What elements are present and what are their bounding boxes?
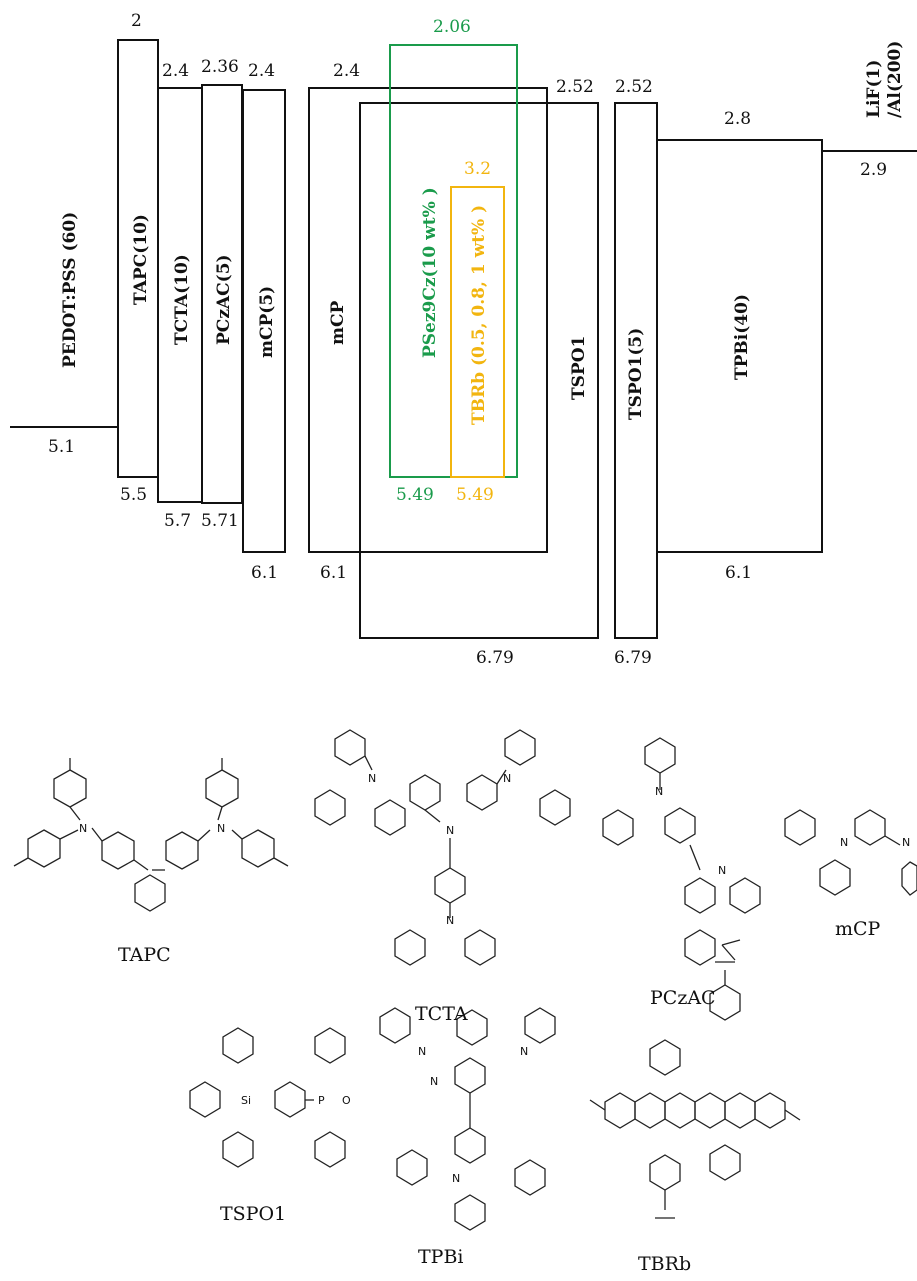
pedot-label: PEDOT:PSS (60) bbox=[60, 212, 80, 368]
structure-captions: TAPC TCTA PCzAC mCP TSPO1 TPBi TBRb bbox=[118, 918, 881, 1275]
mcp5-homo-value: 6.1 bbox=[251, 563, 278, 583]
tcta-homo-value: 5.7 bbox=[164, 511, 191, 531]
tpbi-caption: TPBi bbox=[418, 1246, 464, 1268]
tcta-caption: TCTA bbox=[415, 1003, 468, 1025]
tspo1-caption: TSPO1 bbox=[220, 1203, 286, 1225]
tapc-label: TAPC(10) bbox=[131, 214, 151, 305]
tspo5-lumo-value: 2.52 bbox=[615, 77, 653, 97]
tspo-box bbox=[359, 102, 599, 639]
pczac-n-carbazole: N bbox=[655, 785, 663, 798]
tbrb-caption: TBRb bbox=[638, 1253, 691, 1275]
mcp-n-right: N bbox=[902, 836, 910, 849]
energy-diagram bbox=[10, 39, 917, 639]
tspo1-p: P bbox=[318, 1094, 325, 1107]
tpbi-n-1: N bbox=[418, 1045, 426, 1058]
pedot-homo-value: 5.1 bbox=[48, 437, 75, 457]
tspo1-si: Si bbox=[241, 1094, 251, 1107]
tcta-n-bottom: N bbox=[446, 914, 454, 927]
tcta-n-left: N bbox=[368, 772, 376, 785]
mcp-label: mCP bbox=[328, 300, 348, 345]
tpbi-box bbox=[656, 139, 823, 553]
mcp5-lumo-value: 2.4 bbox=[248, 61, 275, 81]
tspo-label: TSPO1 bbox=[569, 336, 589, 400]
tpbi-homo-value: 6.1 bbox=[725, 563, 752, 583]
tpbi-lumo-value: 2.8 bbox=[724, 109, 751, 129]
tpbi-n-4: N bbox=[452, 1172, 460, 1185]
energy-values: 5.1 2 5.5 2.4 5.7 2.36 5.71 2.4 6.1 2.4 … bbox=[48, 11, 887, 668]
layer-labels: PEDOT:PSS (60) TAPC(10) TCTA(10) PCzAC(5… bbox=[60, 41, 905, 425]
tspo5-label: TSPO1(5) bbox=[626, 328, 646, 420]
tbrb-homo-value: 5.49 bbox=[456, 485, 494, 505]
lif-label-line1: LiF(1) bbox=[864, 60, 884, 118]
mcp5-label: mCP(5) bbox=[257, 286, 277, 358]
tpbi-label: TPBi(40) bbox=[732, 294, 752, 380]
tpbi-n-2: N bbox=[430, 1075, 438, 1088]
tspo5-homo-value: 6.79 bbox=[614, 648, 652, 668]
mcp-box bbox=[308, 87, 548, 553]
tcta-label: TCTA(10) bbox=[172, 254, 192, 345]
tspo1-structure bbox=[189, 1027, 346, 1168]
tpbi-structure bbox=[379, 1007, 556, 1231]
tapc-n-left: N bbox=[79, 822, 87, 835]
mcp-homo-value: 6.1 bbox=[320, 563, 347, 583]
tbrb-structure bbox=[589, 961, 801, 1219]
tpbi-n-3: N bbox=[520, 1045, 528, 1058]
mcp-caption: mCP bbox=[835, 918, 881, 940]
tapc-structure bbox=[13, 758, 289, 912]
lif-lumo-value: 2.9 bbox=[860, 160, 887, 180]
mcp5-box bbox=[242, 89, 286, 553]
tspo1-o: O bbox=[342, 1094, 351, 1107]
tspo-lumo-value: 2.52 bbox=[556, 77, 594, 97]
tcta-structure bbox=[314, 729, 571, 966]
pczac-n-acridine: N bbox=[718, 864, 726, 877]
pczac-caption: PCzAC bbox=[650, 987, 716, 1009]
tbrb-label: TBRb (0.5, 0.8, 1 wt% ) bbox=[469, 205, 489, 425]
tbrb-box bbox=[450, 186, 505, 478]
pczac-structure bbox=[602, 737, 761, 966]
pczac-homo-value: 5.71 bbox=[201, 511, 239, 531]
tcta-n-center: N bbox=[446, 824, 454, 837]
psez-homo-value: 5.49 bbox=[396, 485, 434, 505]
psez-box bbox=[389, 44, 518, 478]
pczac-label: PCzAC(5) bbox=[214, 254, 234, 345]
tapc-homo-value: 5.5 bbox=[120, 485, 147, 505]
tcta-n-right: N bbox=[503, 772, 511, 785]
psez-label: PSez9Cz(10 wt% ) bbox=[420, 187, 440, 358]
lif-label-line2: /Al(200) bbox=[885, 41, 905, 118]
mcp-n-left: N bbox=[840, 836, 848, 849]
pczac-lumo-value: 2.36 bbox=[201, 57, 239, 77]
tbrb-lumo-value: 3.2 bbox=[464, 159, 491, 179]
tcta-lumo-value: 2.4 bbox=[162, 61, 189, 81]
tspo-homo-value: 6.79 bbox=[476, 648, 514, 668]
mcp-lumo-value: 2.4 bbox=[333, 61, 360, 81]
mcp-structure bbox=[784, 809, 917, 896]
tapc-n-right: N bbox=[217, 822, 225, 835]
tapc-lumo-value: 2 bbox=[131, 11, 142, 31]
psez-lumo-value: 2.06 bbox=[433, 17, 471, 37]
tapc-caption: TAPC bbox=[118, 944, 171, 966]
